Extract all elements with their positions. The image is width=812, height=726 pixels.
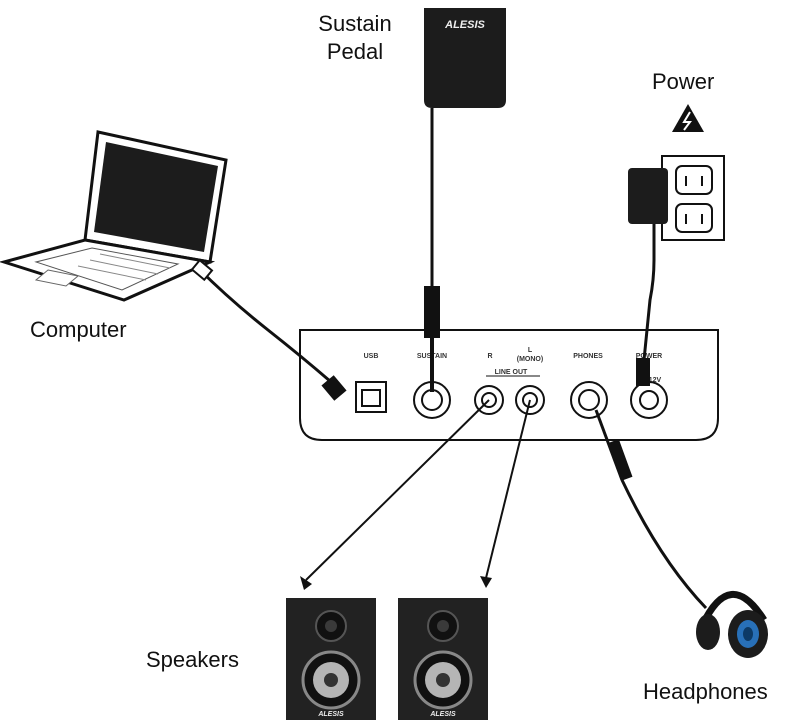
speakers-label: Speakers [146, 647, 239, 672]
power-plug [636, 358, 650, 386]
pedal-logo: ALESIS [444, 19, 485, 31]
sustain-pedal: ALESIS [424, 8, 506, 392]
power-port-label: POWER [636, 353, 662, 360]
power-label: Power [652, 69, 715, 94]
volt-label: 12V [649, 377, 662, 384]
line-out-label: LINE OUT [495, 369, 528, 376]
speaker-right: ALESIS [398, 598, 488, 720]
usb-port-label: USB [364, 353, 379, 360]
l-port-label: L [528, 347, 533, 354]
mono-port-label: (MONO) [517, 356, 543, 363]
speaker-left: ALESIS [286, 598, 376, 720]
headphone-cable [594, 409, 708, 610]
phones-port-label: PHONES [573, 353, 603, 360]
speaker-left-logo: ALESIS [317, 711, 344, 718]
computer-label: Computer [30, 317, 127, 342]
power-outlet [628, 104, 725, 386]
headphones-label: Headphones [643, 679, 768, 704]
speaker-right-logo: ALESIS [429, 711, 456, 718]
laptop-computer [0, 130, 228, 302]
power-adapter [628, 168, 668, 224]
rear-panel: USB SUSTAIN R L (MONO) LINE OUT PHONES P… [299, 329, 719, 441]
headphones-icon [696, 590, 768, 658]
r-port-label: R [487, 353, 492, 360]
usb-cable [190, 258, 347, 401]
sustain-plug [424, 286, 440, 338]
speaker-cables [300, 399, 531, 590]
usb-port [355, 381, 387, 413]
